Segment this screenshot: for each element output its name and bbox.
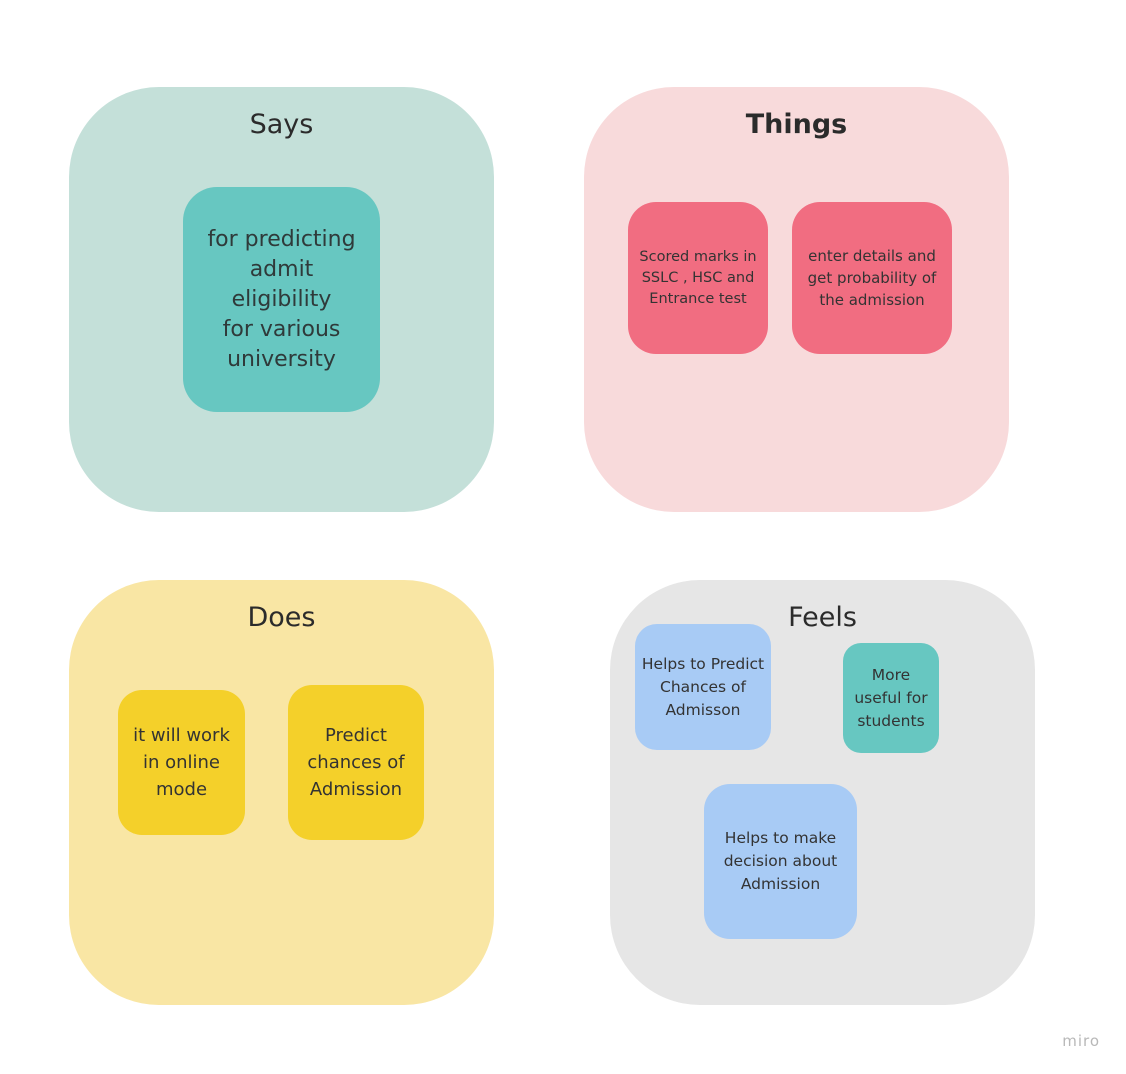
things-sticky-note-1[interactable]: Scored marks in SSLC , HSC and Entrance … <box>628 202 768 354</box>
things-title: Things <box>745 109 848 140</box>
says-title: Says <box>249 109 314 140</box>
says-quadrant: Says for predicting admit eligibility fo… <box>69 87 494 512</box>
miro-watermark: miro <box>1062 1032 1100 1050</box>
feels-quadrant: Feels Helps to Predict Chances of Admiss… <box>610 580 1035 1005</box>
things-sticky-note-2[interactable]: enter details and get probability of the… <box>792 202 952 354</box>
feels-sticky-note-2[interactable]: More useful for students <box>843 643 939 753</box>
does-sticky-note-2[interactable]: Predict chances of Admission <box>288 685 424 840</box>
says-sticky-note[interactable]: for predicting admit eligibility for var… <box>183 187 380 412</box>
does-title: Does <box>247 602 316 633</box>
does-sticky-note-1[interactable]: it will work in online mode <box>118 690 245 835</box>
feels-title: Feels <box>788 602 857 633</box>
does-quadrant: Does it will work in online mode Predict… <box>69 580 494 1005</box>
feels-sticky-note-3[interactable]: Helps to make decision about Admission <box>704 784 857 939</box>
things-quadrant: Things Scored marks in SSLC , HSC and En… <box>584 87 1009 512</box>
feels-sticky-note-1[interactable]: Helps to Predict Chances of Admisson <box>635 624 771 750</box>
